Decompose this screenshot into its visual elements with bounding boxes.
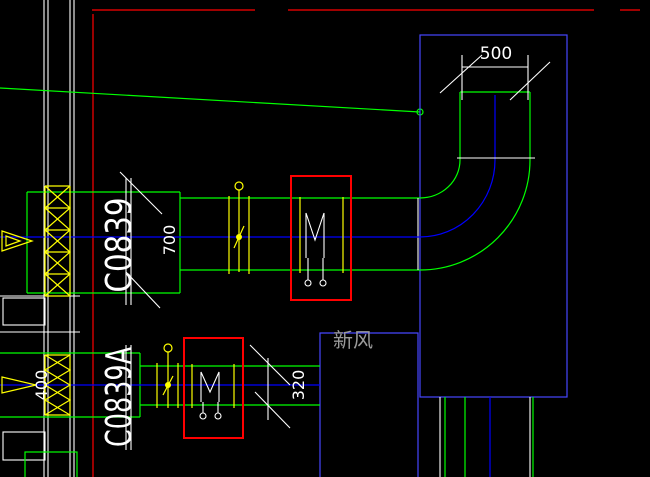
lower-tag-lines bbox=[125, 345, 132, 450]
symbol-node bbox=[199, 412, 207, 420]
lower-left-size-label: 400 bbox=[32, 370, 51, 401]
wall-block bbox=[2, 297, 46, 326]
upper-volume-damper bbox=[228, 181, 250, 274]
lower-highlight-box bbox=[183, 337, 244, 439]
lower-volume-damper bbox=[156, 343, 179, 408]
lower-flexible-connector bbox=[43, 354, 72, 416]
damper-handle bbox=[163, 343, 173, 353]
elbow-outer-edge bbox=[419, 159, 531, 271]
bottom-left-green-block bbox=[24, 451, 78, 477]
upper-tag-lines bbox=[119, 171, 163, 309]
wall-block bbox=[2, 431, 46, 461]
leader-line bbox=[0, 87, 421, 113]
upper-fire-damper bbox=[299, 197, 344, 287]
symbol-node bbox=[304, 279, 312, 287]
damper-symbol bbox=[305, 212, 325, 258]
dimension-tick bbox=[254, 391, 291, 429]
red-reference-lines bbox=[92, 9, 640, 477]
upper-highlight-box bbox=[290, 175, 352, 301]
lower-fire-damper bbox=[191, 364, 235, 420]
upper-duct-size-label: 700 bbox=[160, 225, 179, 256]
upper-flexible-connector bbox=[44, 185, 71, 297]
upper-duct-tag: C0839 bbox=[99, 198, 140, 293]
damper-blade bbox=[233, 225, 245, 249]
lower-duct-size-label: 320 bbox=[289, 370, 308, 401]
dimension-tick bbox=[249, 344, 291, 386]
upper-flow-arrow bbox=[1, 230, 34, 252]
connector-zigzag bbox=[44, 185, 71, 297]
dimension-tick bbox=[119, 171, 163, 215]
elbow-centerline bbox=[419, 159, 496, 238]
riser-lines bbox=[439, 397, 534, 477]
lower-duct bbox=[0, 352, 320, 418]
lower-duct-tag: C0839A bbox=[99, 347, 140, 447]
top-dimension bbox=[439, 54, 551, 101]
lower-dimension bbox=[249, 344, 291, 429]
damper-handle bbox=[234, 181, 244, 191]
connector-zigzag bbox=[43, 354, 72, 416]
damper-symbol bbox=[200, 371, 220, 402]
top-duct-width-label: 500 bbox=[480, 44, 512, 64]
dimension-tick bbox=[439, 54, 483, 94]
shaft-boundary bbox=[419, 34, 568, 398]
dimension-tick bbox=[509, 61, 551, 101]
symbol-node bbox=[214, 412, 222, 420]
dimension-tick bbox=[125, 271, 161, 309]
connector-zigzag bbox=[43, 354, 72, 416]
lower-flow-arrow bbox=[1, 376, 37, 394]
elbow-inner-edge bbox=[419, 159, 461, 199]
room-name-label: 新风 bbox=[333, 328, 373, 352]
symbol-node bbox=[319, 279, 327, 287]
upper-flow-arrow-inner bbox=[5, 235, 22, 247]
damper-blade bbox=[162, 375, 174, 396]
